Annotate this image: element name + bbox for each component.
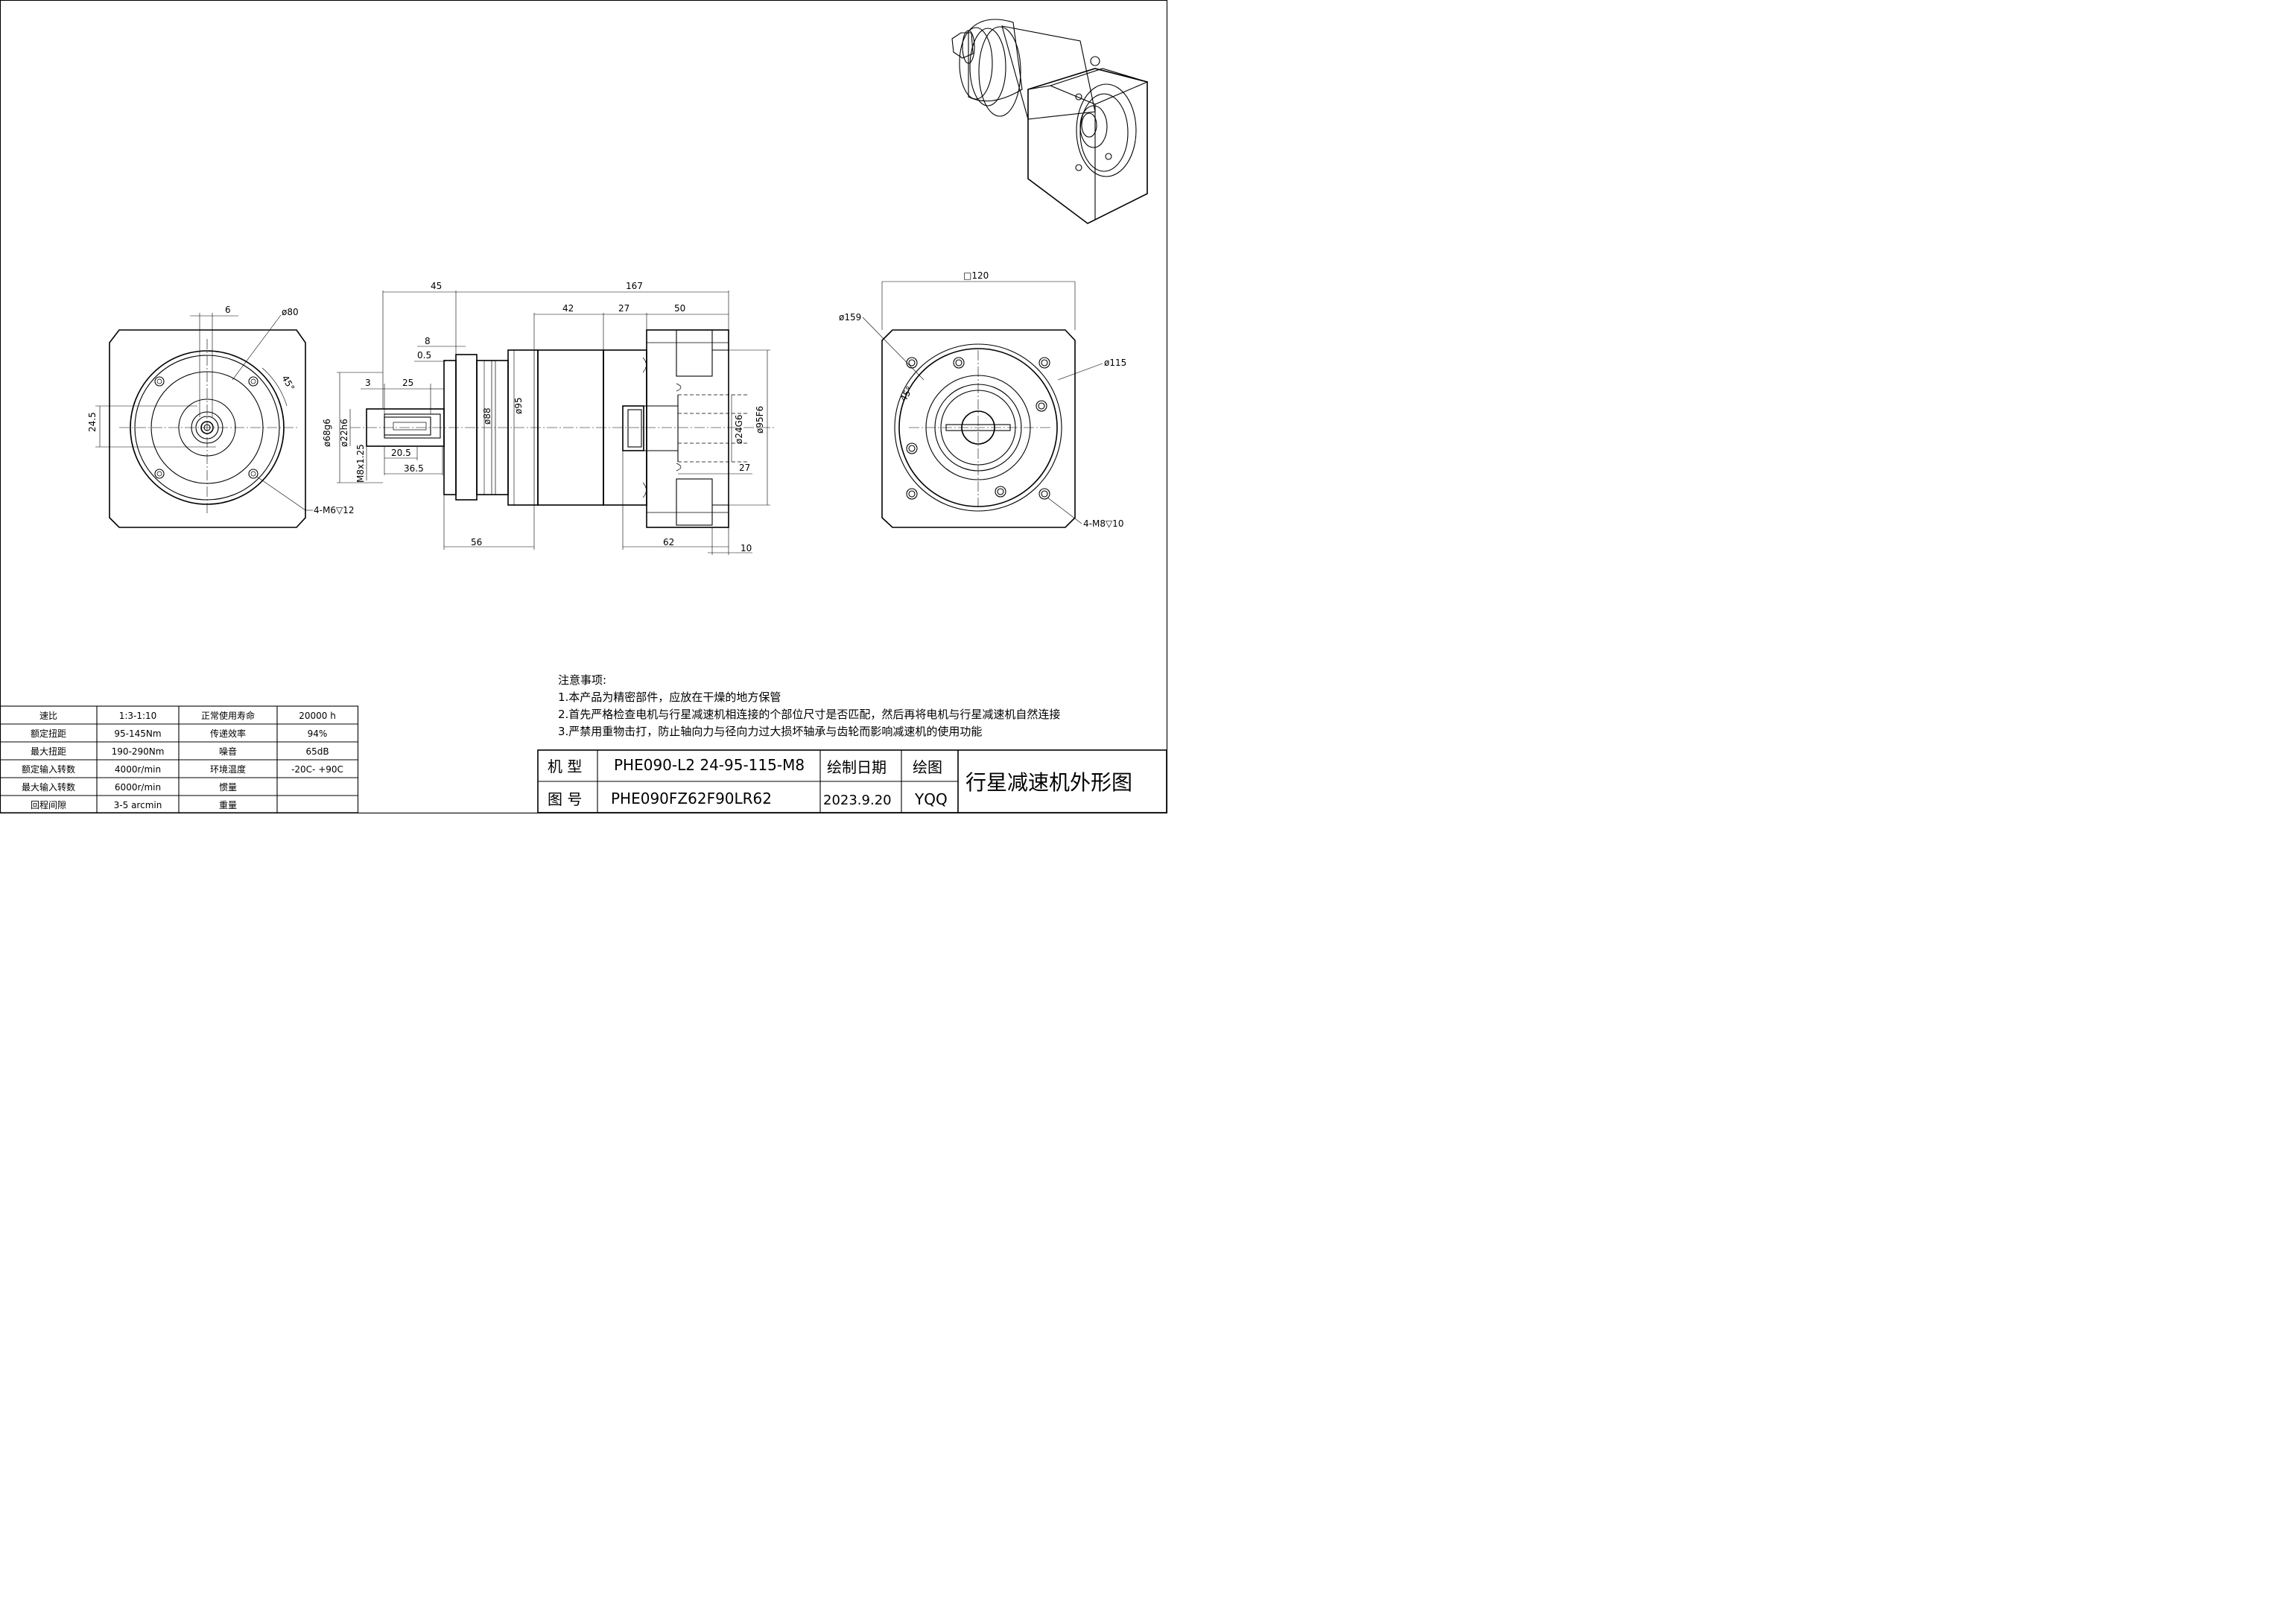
dim-diam-80: ø80 <box>282 307 299 317</box>
dim-6: 6 <box>225 305 231 315</box>
dim-56: 56 <box>471 537 482 547</box>
model-label: 机 型 <box>548 758 582 775</box>
spec-r2-c0: 最大扭距 <box>31 746 66 757</box>
dim-diam-95f: ø95F6 <box>755 406 765 434</box>
dim-50: 50 <box>674 303 685 314</box>
drawing-no-label: 图 号 <box>548 790 582 808</box>
spec-r1-c2: 传递效率 <box>210 728 246 739</box>
dim-27-right: 27 <box>739 463 750 473</box>
drawer-value: YQQ <box>914 790 948 808</box>
dim-diam-88: ø88 <box>482 407 492 425</box>
spec-r4-c2: 惯量 <box>219 781 237 793</box>
dim-diam-24: ø24G6 <box>734 414 744 444</box>
dim-diam-95: ø95 <box>513 397 524 414</box>
dim-45: 45 <box>431 281 442 291</box>
dim-8: 8 <box>425 336 431 346</box>
isometric-view <box>951 19 1149 224</box>
spec-r3-c0: 额定输入转数 <box>22 764 75 775</box>
dim-m8: M8x1.25 <box>355 444 366 483</box>
date-label: 绘制日期 <box>827 758 887 776</box>
spec-r3-c1: 4000r/min <box>115 764 161 775</box>
dim-10: 10 <box>741 543 752 553</box>
spec-r2-c3: 65dB <box>305 746 329 757</box>
spec-r3-c2: 环境温度 <box>210 764 246 775</box>
spec-r4-c1: 6000r/min <box>115 782 161 793</box>
notes-line-2: 2.首先严格检查电机与行星减速机相连接的个部位尺寸是否匹配，然后再将电机与行星减… <box>558 708 1060 721</box>
dim-angle-45-left: 45° <box>279 374 296 393</box>
side-section-view: 45 167 42 27 50 8 0.5 3 25 ø68g6 ø22h6 M… <box>322 281 775 555</box>
date-value: 2023.9.20 <box>823 793 892 808</box>
spec-r3-c3: -20C- +90C <box>291 764 343 775</box>
dim-0-5: 0.5 <box>417 350 431 361</box>
drawing-no-value: PHE090FZ62F90LR62 <box>611 790 772 807</box>
spec-r0-c0: 速比 <box>39 711 57 721</box>
left-end-view: 6 ø80 24.5 45° 4-M6▽12 <box>87 305 354 528</box>
dim-25: 25 <box>402 378 413 388</box>
holes-4-m6: 4-M6▽12 <box>314 505 354 515</box>
dim-3: 3 <box>365 378 371 388</box>
model-value: PHE090-L2 24-95-115-M8 <box>614 756 805 774</box>
notes-block: 注意事项: 1.本产品为精密部件，应放在干燥的地方保管 2.首先严格检查电机与行… <box>558 673 1060 738</box>
spec-r1-c3: 94% <box>308 728 328 739</box>
dim-diam-115: ø115 <box>1104 358 1126 368</box>
spec-r2-c1: 190-290Nm <box>112 746 165 757</box>
drawing-title: 行星减速机外形图 <box>965 770 1132 795</box>
dim-24-5: 24.5 <box>87 412 98 432</box>
right-end-view: □120 ø159 ø115 45° 4-M8▽10 <box>839 270 1126 529</box>
dim-diam-159: ø159 <box>839 312 861 323</box>
spec-r4-c0: 最大输入转数 <box>22 781 75 793</box>
notes-line-1: 1.本产品为精密部件，应放在干燥的地方保管 <box>558 691 781 704</box>
notes-title: 注意事项: <box>558 673 606 687</box>
notes-line-3: 3.严禁用重物击打，防止轴向力与径向力过大损坏轴承与齿轮而影响减速机的使用功能 <box>558 725 982 738</box>
spec-table: 速比 1:3-1:10 正常使用寿命 20000 h 额定扭距 95-145Nm… <box>0 705 359 813</box>
dim-42: 42 <box>562 303 574 314</box>
spec-r1-c1: 95-145Nm <box>114 728 161 739</box>
dim-angle-45-right: 45° <box>898 384 915 403</box>
spec-r0-c2: 正常使用寿命 <box>201 710 255 721</box>
drawing-sheet: 6 ø80 24.5 45° 4-M6▽12 <box>0 0 1168 814</box>
dim-36-5: 36.5 <box>404 463 424 474</box>
dim-27-top: 27 <box>618 303 630 314</box>
spec-r5-c2: 重量 <box>219 800 237 810</box>
spec-r1-c0: 额定扭距 <box>31 728 66 739</box>
drawer-label: 绘图 <box>913 758 942 776</box>
dim-167: 167 <box>626 281 643 291</box>
spec-r5-c1: 3-5 arcmin <box>114 800 162 810</box>
holes-4-m8: 4-M8▽10 <box>1083 518 1123 529</box>
title-block: 机 型 PHE090-L2 24-95-115-M8 图 号 PHE090FZ6… <box>537 749 1167 813</box>
dim-square-120: □120 <box>963 270 989 281</box>
spec-r0-c1: 1:3-1:10 <box>119 711 157 721</box>
spec-r2-c2: 噪音 <box>219 746 237 757</box>
dim-20-5: 20.5 <box>391 448 411 458</box>
dim-diam-22: ø22h6 <box>339 419 349 447</box>
dim-diam-68: ø68g6 <box>322 419 332 447</box>
spec-r5-c0: 回程间隙 <box>31 799 66 810</box>
spec-r0-c3: 20000 h <box>299 711 336 721</box>
dim-62: 62 <box>663 537 674 547</box>
